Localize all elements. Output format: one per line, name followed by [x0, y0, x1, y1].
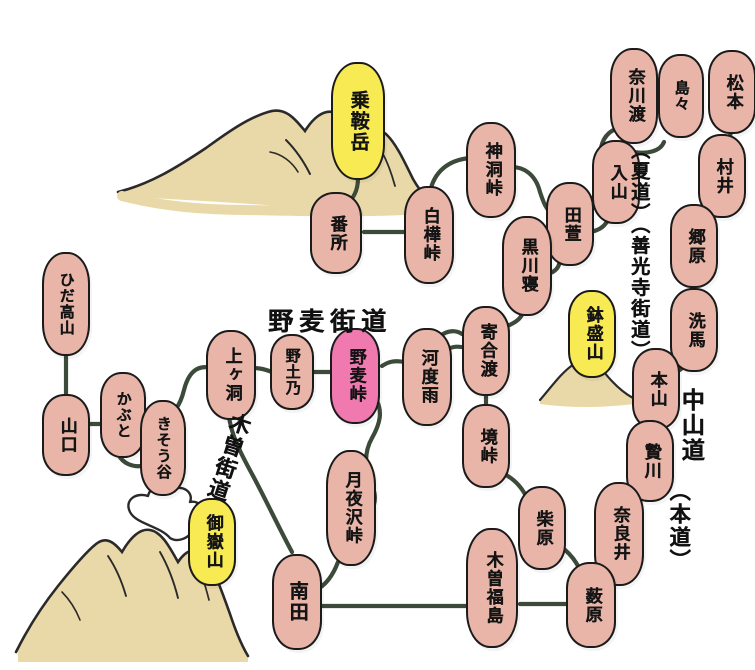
node-label: 河度雨: [417, 349, 438, 405]
node-kawadoame[interactable]: 河度雨: [402, 328, 452, 426]
node-label: 鉢盛山: [582, 306, 603, 362]
node-label: 入山: [606, 163, 627, 201]
node-label: 寄合渡: [476, 323, 497, 379]
node-tagaya[interactable]: 田萱: [546, 182, 594, 266]
node-label: 月夜沢峠: [341, 471, 362, 545]
node-label: かぶと: [114, 391, 133, 439]
node-ontakesan[interactable]: 御嶽山: [188, 498, 236, 586]
node-label: 木曽福島: [482, 551, 503, 625]
node-shimashima[interactable]: 島々: [658, 54, 704, 138]
node-label: 柴原: [532, 509, 553, 547]
node-label: 郷原: [684, 227, 705, 265]
node-label: 山口: [56, 416, 77, 454]
node-seba[interactable]: 洗馬: [670, 288, 718, 372]
route-label-natsumichi-zenkoji-kaido: （夏道）（善光寺街道）: [627, 140, 650, 362]
node-label: 贄川: [640, 442, 661, 480]
node-label: 本山: [646, 370, 667, 408]
node-label: 薮原: [581, 586, 602, 624]
node-label: 島々: [672, 80, 691, 112]
node-label: 村井: [712, 157, 733, 195]
node-hidatakayama[interactable]: ひだ高山: [42, 252, 90, 356]
node-murai[interactable]: 村井: [698, 134, 746, 218]
node-kabuto[interactable]: かぶと: [100, 372, 146, 458]
node-label: 野土乃: [283, 348, 302, 396]
node-kisou-tani[interactable]: きそう谷: [140, 400, 186, 496]
node-label: 境峠: [476, 427, 497, 465]
node-shibahara[interactable]: 柴原: [518, 486, 566, 570]
route-label-nakasendo: 中山道: [677, 388, 704, 463]
node-label: 南田: [286, 581, 309, 623]
node-kisofukushima[interactable]: 木曽福島: [466, 528, 518, 648]
node-motoyama[interactable]: 本山: [632, 348, 680, 430]
node-label: 田萱: [560, 205, 581, 243]
node-label: 白樺峠: [419, 207, 440, 263]
node-shirakabatouge[interactable]: 白樺峠: [404, 186, 454, 284]
node-minamida[interactable]: 南田: [272, 554, 322, 650]
node-kamikoutouge[interactable]: 神洞峠: [466, 122, 516, 218]
node-label: 乗鞍岳: [347, 89, 370, 153]
node-norikuradake[interactable]: 乗鞍岳: [331, 62, 385, 180]
node-label: 御嶽山: [202, 514, 223, 570]
norikura-mountain-shape: [116, 109, 439, 217]
node-label: きそう谷: [154, 416, 173, 480]
node-hachimoriyama[interactable]: 鉢盛山: [568, 290, 616, 378]
node-nomugitouge[interactable]: 野麦峠: [330, 328, 380, 424]
node-label: 上ヶ洞: [221, 347, 242, 403]
node-yamaguchi[interactable]: 山口: [42, 394, 90, 476]
node-yabuhara[interactable]: 薮原: [566, 562, 616, 648]
node-label: 野麦峠: [345, 348, 366, 404]
node-label: 番所: [326, 214, 347, 252]
node-gouhara[interactable]: 郷原: [670, 204, 718, 288]
node-kurokawajuku[interactable]: 黒川寝: [502, 216, 552, 316]
node-bansho[interactable]: 番所: [310, 192, 362, 274]
node-label: ひだ高山: [57, 272, 76, 336]
node-sakaitouge[interactable]: 境峠: [462, 404, 510, 488]
node-narai[interactable]: 奈良井: [594, 482, 644, 586]
node-nomugi[interactable]: 野土乃: [270, 334, 314, 410]
node-label: 洗馬: [684, 311, 705, 349]
node-label: 松本: [722, 73, 743, 111]
node-tsukiyozawatouge[interactable]: 月夜沢峠: [326, 450, 376, 566]
node-label: 奈良井: [609, 506, 630, 562]
node-label: 黒川寝: [517, 238, 538, 294]
node-iriyama[interactable]: 入山: [592, 140, 640, 224]
route-label-honmichi: （本道）: [667, 480, 692, 572]
node-label: 神洞峠: [481, 142, 502, 198]
node-matsumoto[interactable]: 松本: [708, 50, 755, 134]
node-kamigahora[interactable]: 上ヶ洞: [206, 330, 256, 420]
node-label: 奈川渡: [624, 68, 645, 124]
node-yoriaido[interactable]: 寄合渡: [462, 306, 510, 396]
node-nagawado[interactable]: 奈川渡: [610, 48, 658, 144]
map-title-nomugi-kaido: 野麦街道: [268, 307, 393, 336]
